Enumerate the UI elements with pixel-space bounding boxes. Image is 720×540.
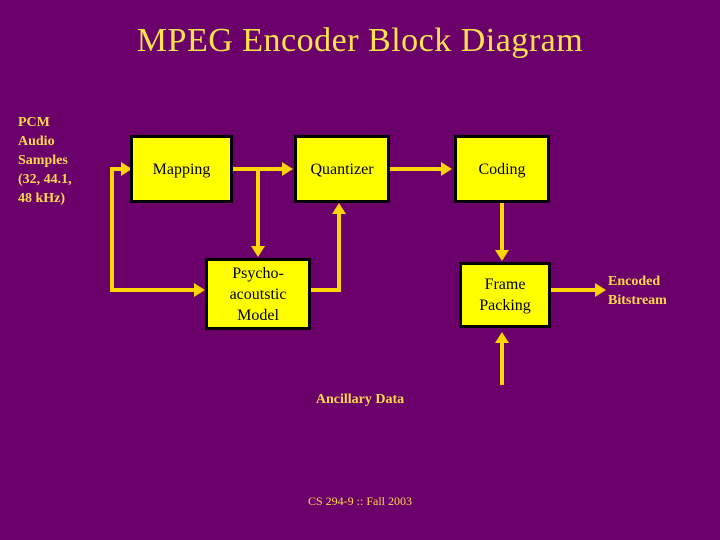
connector-psycho-to-quantizer-hline [311,288,341,292]
ancillary-data-label: Ancillary Data [315,392,405,407]
connector-pcm-trunk-vertical [110,167,114,290]
pcm-audio-samples-label: PCM Audio Samples (32, 44.1, 48 kHz) [18,113,128,208]
connector-coding-to-frame-line [500,203,504,251]
connector-pcm-to-mapping-line [110,167,123,171]
connector-psycho-to-quantizer-vline [337,214,341,292]
block-mapping[interactable]: Mapping [130,135,233,203]
pcm-label-line-1: PCM [18,115,50,130]
block-psycho-label-line-1: Psycho- [232,264,284,282]
connector-frame-to-bitstream-arrowhead [595,283,606,297]
connector-ancillary-to-frame-arrowhead [495,332,509,343]
page-title: MPEG Encoder Block Diagram [136,22,584,59]
block-mapping-label: Mapping [152,160,211,178]
connector-ancillary-to-frame-line [500,343,504,385]
connector-mapping-to-quantizer-arrowhead [282,162,293,176]
block-psycho-label-line-3: Model [237,306,279,324]
connector-quantizer-to-coding-line [390,167,443,171]
block-quantizer[interactable]: Quantizer [294,135,390,203]
pcm-label-line-5: 48 kHz) [18,191,66,206]
connector-psycho-to-quantizer-arrowhead [332,203,346,214]
block-coding[interactable]: Coding [454,135,550,203]
encoded-bitstream-line-1: Encoded [608,274,661,289]
block-coding-label: Coding [478,160,526,178]
encoded-bitstream-line-2: Bitstream [608,293,667,308]
connector-frame-to-bitstream-line [551,288,597,292]
connector-coding-to-frame-arrowhead [495,250,509,261]
slide-footer: CS 294-9 :: Fall 2003 [307,494,412,508]
connector-pcm-to-psycho-arrowhead [194,283,205,297]
block-frame-packing[interactable]: Frame Packing [459,262,551,328]
connector-pcm-to-psycho-line [110,288,196,292]
pcm-label-line-2: Audio [18,134,55,149]
connector-quantizer-to-coding-arrowhead [441,162,452,176]
block-psychoacoustic-model[interactable]: Psycho- acoutstic Model [205,258,311,330]
pcm-label-line-3: Samples [18,153,68,168]
encoded-bitstream-label: Encoded Bitstream [608,272,667,310]
block-psycho-label-line-2: acoutstic [229,285,287,303]
pcm-label-line-4: (32, 44.1, [18,172,72,187]
connector-pcm-to-mapping-arrowhead [121,162,132,176]
connector-mapping-to-psycho-arrowhead [251,246,265,257]
block-quantizer-label: Quantizer [310,160,374,178]
connector-mapping-to-psycho-line [256,167,260,247]
block-frame-label-line-1: Frame [484,276,526,293]
block-frame-label-line-2: Packing [479,297,531,314]
